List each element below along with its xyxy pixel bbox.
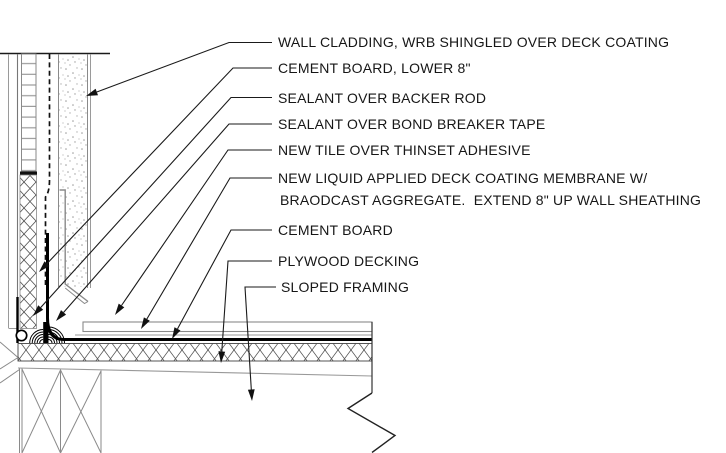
flashing-drip-edge bbox=[64, 287, 89, 305]
label-membrane-line-2: BRAODCAST AGGREGATE. EXTEND 8" UP WALL S… bbox=[280, 192, 702, 208]
label-cement-board-lower-8: CEMENT BOARD, LOWER 8" bbox=[278, 60, 471, 76]
arrowhead-icon bbox=[86, 88, 98, 96]
deck-hatch-band bbox=[17, 343, 373, 362]
arrowhead-icon bbox=[247, 389, 255, 401]
leader-sealant-over-backer-rod bbox=[33, 96, 272, 316]
leader-lines bbox=[33, 41, 276, 401]
arrowhead-icon bbox=[33, 305, 44, 316]
sealant-fan-backer-rod bbox=[29, 329, 44, 344]
leader-sloped-framing bbox=[244, 286, 276, 401]
sealant-fan-bond-breaker bbox=[48, 326, 65, 344]
leader-cement-board bbox=[172, 229, 272, 339]
leader-wall-cladding bbox=[86, 41, 272, 96]
deck-assembly bbox=[0, 233, 397, 453]
arrowhead-icon bbox=[172, 327, 181, 339]
label-wall-cladding: WALL CLADDING, WRB SHINGLED OVER DECK CO… bbox=[278, 34, 670, 50]
sloped-framing-top-line bbox=[17, 367, 373, 377]
label-cement-board: CEMENT BOARD bbox=[278, 222, 393, 238]
tile-layer bbox=[82, 321, 373, 333]
siding-furring-column bbox=[21, 53, 37, 172]
cladding-bottom-flashing bbox=[60, 189, 89, 303]
leader-sealant-over-bond-breaker-tape bbox=[56, 123, 272, 321]
leader-plywood-decking bbox=[218, 260, 272, 363]
leader-new-tile bbox=[115, 149, 272, 315]
leader-deck-coating-membrane bbox=[141, 177, 272, 329]
arrowhead-icon bbox=[39, 261, 50, 272]
membrane-termination-bar bbox=[43, 322, 49, 343]
label-plywood-decking: PLYWOOD DECKING bbox=[278, 253, 420, 269]
arrowhead-icon bbox=[141, 317, 150, 329]
arrowhead-icon bbox=[115, 303, 125, 315]
cement-board-lower-column bbox=[19, 174, 37, 329]
arrowhead-icon bbox=[218, 351, 226, 363]
cement-board-transition-bar bbox=[20, 171, 37, 175]
leader-cement-board-lower-8 bbox=[39, 67, 272, 272]
label-membrane-line-1: NEW LIQUID APPLIED DECK COATING MEMBRANE… bbox=[278, 170, 648, 186]
left-break-marks bbox=[0, 341, 19, 370]
label-sloped-framing: SLOPED FRAMING bbox=[281, 279, 410, 295]
label-sealant-over-backer-rod: SEALANT OVER BACKER ROD bbox=[278, 90, 487, 106]
wall-assembly bbox=[0, 52, 110, 343]
arrowhead-icon bbox=[56, 310, 67, 321]
backer-rod-circle bbox=[15, 329, 28, 342]
label-new-tile: NEW TILE OVER THINSET ADHESIVE bbox=[278, 142, 531, 158]
wrb-dashed-line bbox=[44, 54, 51, 288]
sealant-joint-detail bbox=[15, 326, 65, 344]
label-sealant-over-bond-breaker: SEALANT OVER BOND BREAKER TAPE bbox=[278, 116, 546, 132]
break-line bbox=[346, 392, 397, 453]
sloped-framing-members bbox=[0, 368, 102, 453]
wall-cladding-column bbox=[58, 54, 88, 287]
